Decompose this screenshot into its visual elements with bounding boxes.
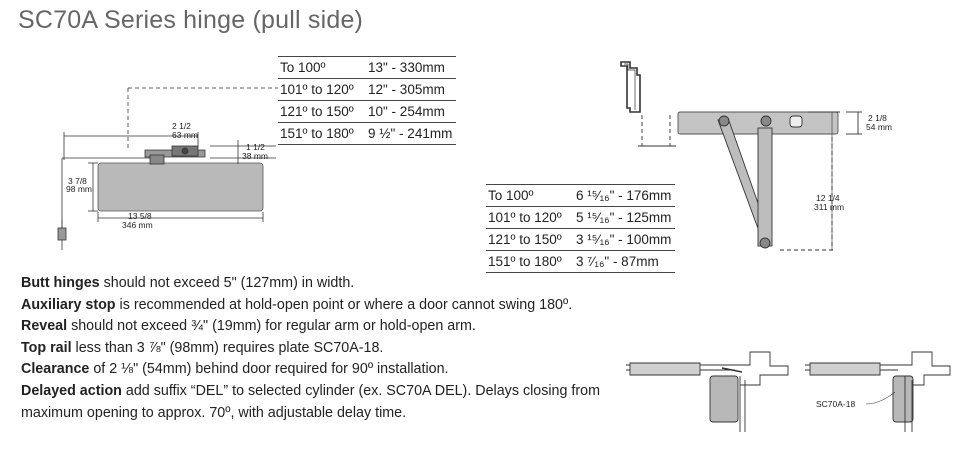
dim-b-mm-label: 38 mm (242, 151, 268, 161)
dim-f-label: 12 1/4 (816, 193, 840, 203)
note-butt-hinges: Butt hinges should not exceed 5" (127mm)… (21, 273, 661, 295)
angle-cell: To 100º (278, 56, 366, 79)
note-text: add suffix “DEL” to selected cylinder (e… (21, 382, 601, 421)
dim-d-label: 13 5/8 (128, 211, 152, 221)
angle-cell: 121º to 150º (278, 100, 366, 123)
note-text: should not exceed 5" (127mm) in width. (99, 275, 355, 291)
dim-f-mm-label: 311 mm (814, 202, 844, 212)
installation-notes: Butt hinges should not exceed 5" (127mm)… (21, 273, 661, 424)
dim-c-mm-label: 98 mm (66, 184, 92, 194)
value-cell: 9 ½" - 241mm (366, 122, 457, 145)
value-cell: 3 ⁷⁄₁₆" - 87mm (574, 250, 676, 273)
plate-detail (805, 351, 951, 432)
page-title: SC70A Series hinge (pull side) (18, 6, 364, 34)
note-text: should not exceed ¾" (19mm) for regular … (67, 318, 476, 335)
value-cell: 10" - 254mm (366, 100, 457, 123)
dim-e-mm-label: 54 mm (866, 122, 892, 132)
note-text: less than 3 ⅞" (98mm) requires plate SC7… (71, 339, 384, 356)
note-delayed-action: Delayed action add suffix “DEL” to selec… (21, 381, 661, 424)
angle-cell: 101º to 120º (486, 206, 574, 229)
angle-cell: 151º to 180º (278, 122, 366, 145)
value-cell: 12" - 305mm (366, 78, 457, 101)
dim-b-label: 1 1/2 (246, 142, 265, 152)
note-heading: Top rail (21, 339, 72, 356)
note-heading: Butt hinges (21, 275, 100, 291)
angle-cell: 101º to 120º (278, 78, 366, 101)
dim-a-mm-label: 63 mm (172, 130, 198, 140)
note-auxiliary-stop: Auxiliary stop is recommended at hold-op… (21, 295, 661, 317)
dim-e-label: 2 1/8 (868, 113, 887, 123)
value-cell: 6 ¹⁵⁄₁₆" - 176mm (574, 184, 676, 207)
angle-cell: 121º to 150º (486, 228, 574, 251)
value-cell: 3 ¹⁵⁄₁₆" - 100mm (574, 228, 676, 251)
note-text: is recommended at hold-open point or whe… (115, 296, 573, 313)
angle-cell: To 100º (486, 184, 574, 207)
angle-cell: 151º to 180º (486, 250, 574, 273)
regular-arm-detail (626, 351, 789, 432)
closer-elevation-drawing (57, 87, 278, 250)
note-heading: Reveal (21, 318, 68, 335)
plate-label: SC70A-18 (816, 399, 855, 409)
note-top-rail: Top rail less than 3 ⅞" (98mm) requires … (21, 338, 661, 360)
value-cell: 13" - 330mm (366, 56, 457, 79)
closer-plan-drawing (620, 61, 862, 251)
note-heading: Delayed action (21, 382, 122, 399)
note-text: of 2 ⅛" (54mm) behind door required for … (89, 361, 449, 378)
dim-c-label: 3 7/8 (68, 176, 87, 186)
note-heading: Clearance (21, 361, 90, 378)
dim-a-label: 2 1/2 (172, 121, 191, 131)
note-reveal: Reveal should not exceed ¾" (19mm) for r… (21, 316, 661, 338)
note-heading: Auxiliary stop (21, 296, 116, 313)
value-cell: 5 ¹⁵⁄₁₆" - 125mm (574, 206, 676, 229)
note-clearance: Clearance of 2 ⅛" (54mm) behind door req… (21, 359, 661, 381)
dim-d-mm-label: 346 mm (122, 220, 153, 230)
